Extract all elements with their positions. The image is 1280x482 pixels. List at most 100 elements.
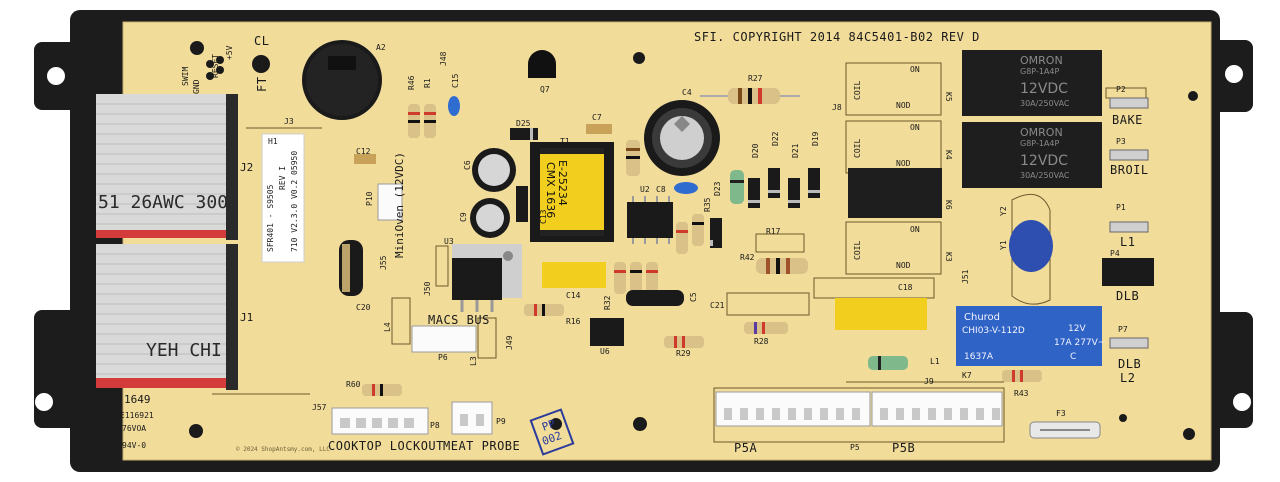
silk-nod-k4: NOD xyxy=(896,159,911,168)
board-copyright-header: SFI. COPYRIGHT 2014 84C5401-B02 REV D xyxy=(694,30,980,44)
ic-u2 xyxy=(627,196,673,244)
silk-k4: K4 xyxy=(944,150,953,160)
silk-u6: U6 xyxy=(600,347,610,356)
terminal-p3-pin: P3 xyxy=(1116,137,1126,146)
ribbon-lower-code: 1649 xyxy=(124,393,151,406)
silk-plus5v: +5V xyxy=(225,45,234,60)
churod-relay xyxy=(956,306,1102,366)
terminal-l2-label: L2 xyxy=(1120,371,1136,385)
silk-r46: R46 xyxy=(407,75,416,90)
silk-j3: J3 xyxy=(284,117,294,126)
silk-c14: C14 xyxy=(566,291,581,300)
silk-gnd: GND xyxy=(192,79,201,94)
omron-bake-model: G8P-1A4P xyxy=(1020,67,1060,76)
silk-swim: SWIM xyxy=(181,66,190,86)
transformer-line-2: CMX 1636 xyxy=(544,162,557,219)
ribbon-cable-upper xyxy=(96,94,236,238)
silk-d23: D23 xyxy=(713,181,722,196)
omron-broil-model: G8P-1A4P xyxy=(1020,139,1060,148)
spade-terminals xyxy=(1102,97,1154,349)
regulator-u3 xyxy=(452,244,522,312)
silk-minioven: MiniOven (12VDC) xyxy=(393,152,406,258)
silk-j51: J51 xyxy=(961,269,970,284)
omron-broil-coil: 12VDC xyxy=(1020,153,1068,169)
silk-r60: R60 xyxy=(346,380,361,389)
omron-relay-broil xyxy=(962,122,1102,188)
silk-c5: C5 xyxy=(689,292,698,302)
silk-c8: C8 xyxy=(656,185,666,194)
buzzer xyxy=(302,40,382,120)
connector-p10 xyxy=(377,183,403,221)
silk-p10: P10 xyxy=(365,191,374,206)
omron-bake-coil: 12VDC xyxy=(1020,81,1068,97)
terminal-dlb-label-2: DLB xyxy=(1118,357,1142,371)
p8-label: P8 xyxy=(430,421,440,430)
cert-line-2: 76VOA xyxy=(122,424,147,433)
silk-c20: C20 xyxy=(356,303,371,312)
silk-c15: C15 xyxy=(451,73,460,88)
silk-y1: Y1 xyxy=(999,240,1008,250)
macs-bus-label: MACS BUS xyxy=(428,313,490,327)
silk-c4: C4 xyxy=(682,88,692,97)
transformer-line-1: E-25234 xyxy=(556,160,569,206)
silk-on-k4: ON xyxy=(910,123,920,132)
churod-model: CHI03-V-112D xyxy=(962,326,1025,336)
silk-r27: R27 xyxy=(748,74,763,83)
silk-r35: R35 xyxy=(703,197,712,212)
ribbon-upper-print: 51 26AWC 300C xyxy=(98,192,239,213)
silk-c12: C12 xyxy=(356,147,371,156)
capacitor-c8 xyxy=(674,182,698,194)
p6-label: P6 xyxy=(438,353,448,362)
silk-u3: U3 xyxy=(444,237,454,246)
silk-l1: L1 xyxy=(930,357,940,366)
silk-r42: R42 xyxy=(740,253,755,262)
silk-d21: D21 xyxy=(791,143,800,158)
capacitor-c5 xyxy=(626,290,684,306)
sticker-line-2: REV I xyxy=(278,165,287,190)
silk-u2: U2 xyxy=(640,185,650,194)
silk-k3: K3 xyxy=(944,252,953,262)
omron-broil-rating: 30A/250VAC xyxy=(1020,171,1070,180)
diodes xyxy=(510,128,820,248)
silk-cl: CL xyxy=(254,34,270,48)
silk-r16: R16 xyxy=(566,317,581,326)
silk-a2: A2 xyxy=(376,43,386,52)
connector-meat-probe xyxy=(451,401,493,435)
silk-coil-k3: COIL xyxy=(853,240,862,260)
silk-d22: D22 xyxy=(771,131,780,146)
silk-r17: R17 xyxy=(766,227,781,236)
omron-relay-bake xyxy=(962,50,1102,116)
silk-q7: Q7 xyxy=(540,85,550,94)
cooktop-lockout-label: COOKTOP LOCKOUT xyxy=(328,439,444,453)
silk-d19: D19 xyxy=(811,131,820,146)
silk-k5: K5 xyxy=(944,92,953,102)
silk-l4: L4 xyxy=(383,322,392,332)
silk-j50: J50 xyxy=(423,281,432,296)
silk-j55: J55 xyxy=(379,255,388,270)
silk-c9: C9 xyxy=(459,212,468,222)
terminal-broil-label: BROIL xyxy=(1110,163,1149,177)
silk-coil-k5: COIL xyxy=(853,80,862,100)
connector-macs-bus xyxy=(411,325,477,353)
churod-brand: Churod xyxy=(964,312,1001,323)
silk-y2: Y2 xyxy=(999,206,1008,216)
silk-j9: J9 xyxy=(924,377,934,386)
silk-d20: D20 xyxy=(751,143,760,158)
copyright-watermark: © 2024 ShopAntsmy.com, LLC xyxy=(236,446,330,453)
transistor-q7 xyxy=(528,50,556,78)
silk-k7: K7 xyxy=(962,371,972,380)
ribbon-header-j2 xyxy=(226,94,238,240)
capacitor-c20 xyxy=(339,240,363,296)
capacitor-c6 xyxy=(472,148,516,192)
silk-nod-k3: NOD xyxy=(896,261,911,270)
silk-j48: J48 xyxy=(439,51,448,66)
p5-label: P5 xyxy=(850,443,860,452)
terminal-l1-label: L1 xyxy=(1120,235,1136,249)
connector-cooktop-lockout xyxy=(331,407,429,435)
capacitor-c15 xyxy=(448,96,460,116)
silk-j2: J2 xyxy=(240,161,254,174)
silk-t1: T1 xyxy=(560,137,570,146)
capacitor-c7 xyxy=(586,124,612,134)
relay-k6 xyxy=(848,168,942,218)
